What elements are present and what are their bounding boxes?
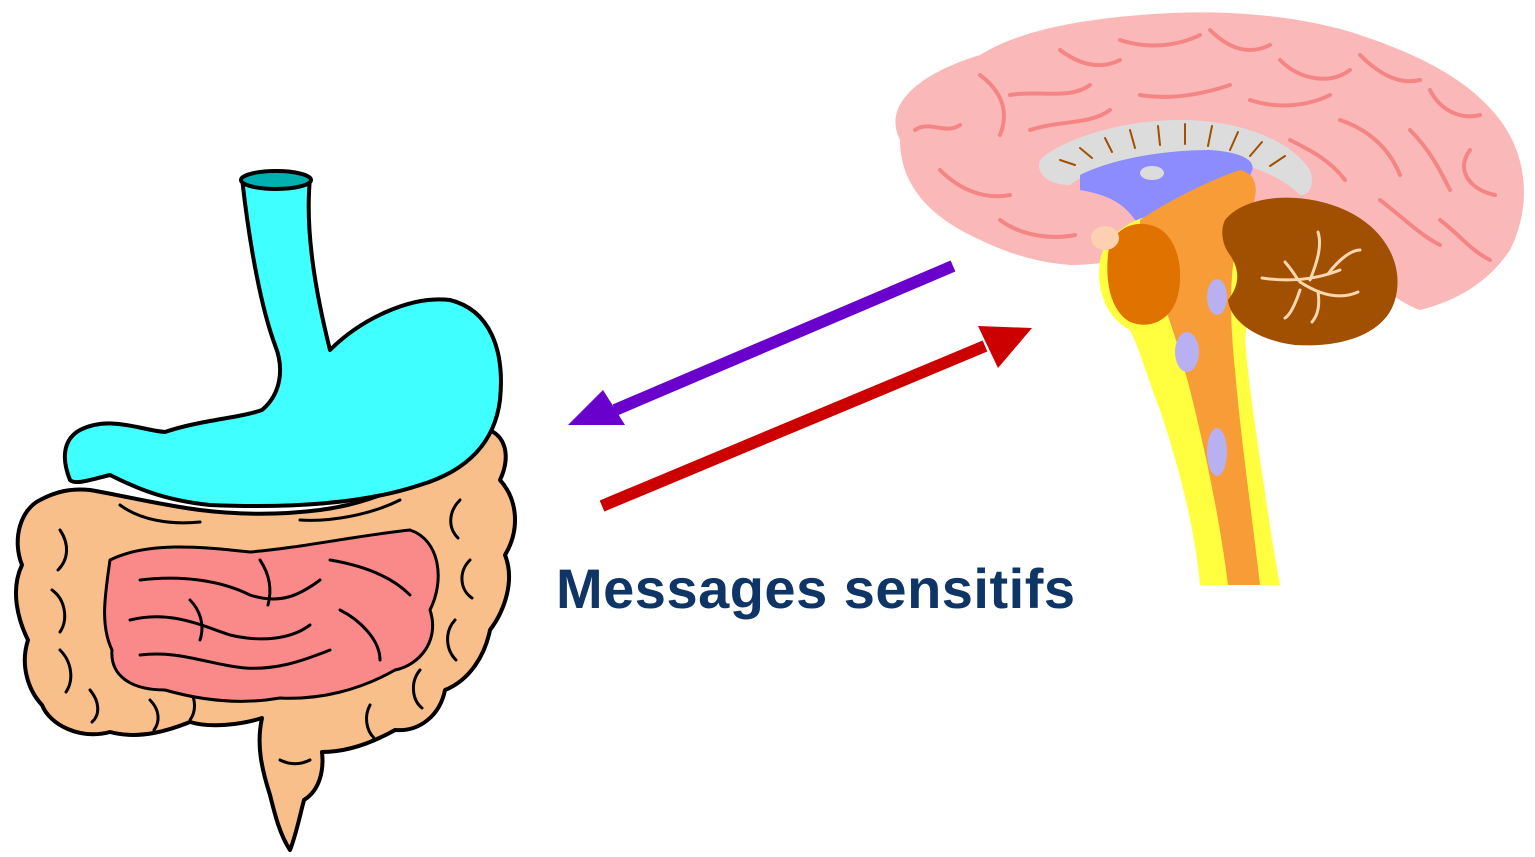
brainstem-nucleus-2: [1175, 332, 1199, 372]
brainstem-nucleus-1: [1207, 279, 1227, 315]
hypothalamus: [1091, 226, 1119, 250]
brainstem-nucleus-3: [1207, 428, 1227, 476]
stomach: [65, 178, 501, 506]
digestive-system-illustration: [16, 171, 515, 850]
brain-illustration: [895, 12, 1523, 585]
ventricle-foramen: [1140, 166, 1164, 180]
esophagus-opening: [241, 171, 311, 189]
arrow-brain-to-gut: [568, 266, 953, 425]
caption-label: Messages sensitifs: [556, 556, 1075, 621]
arrow-gut-to-brain: [602, 326, 1032, 506]
